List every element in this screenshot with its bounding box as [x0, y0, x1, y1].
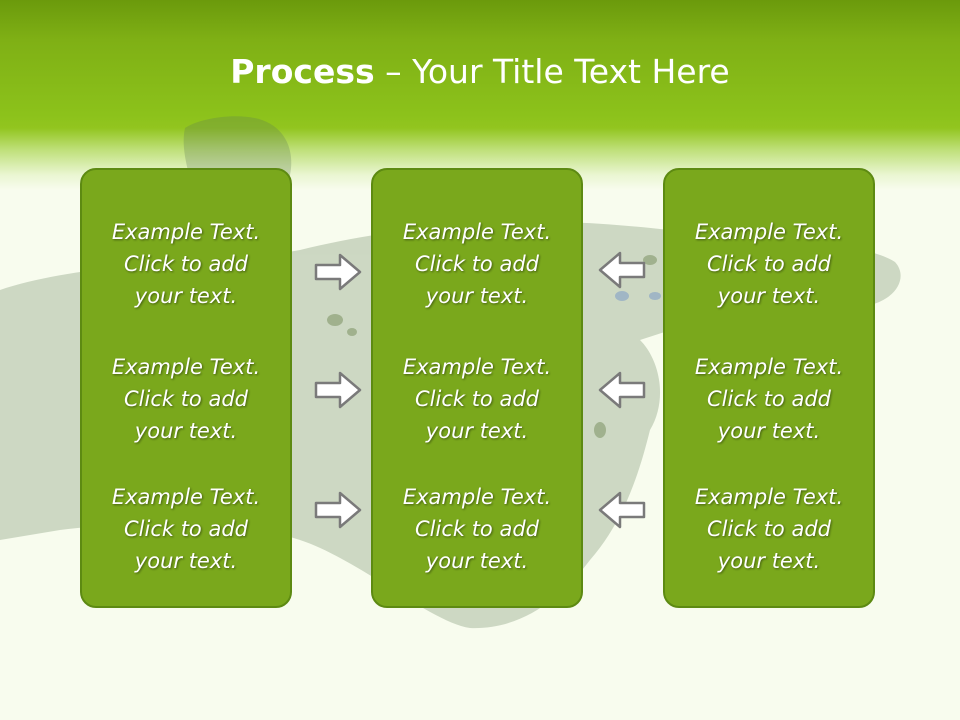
- text-line: Click to add: [414, 387, 539, 411]
- box-text[interactable]: Example Text. Click to add your text.: [373, 481, 581, 577]
- arrow-right-icon: [314, 491, 362, 529]
- text-line: Click to add: [414, 252, 539, 276]
- arrow-left-icon: [598, 251, 646, 289]
- arrow-right-icon: [314, 371, 362, 409]
- text-line: Example Text.: [402, 220, 552, 244]
- text-line: Example Text.: [694, 355, 844, 379]
- text-line: your text.: [134, 284, 238, 308]
- arrow-left-icon: [598, 491, 646, 529]
- text-line: Click to add: [123, 517, 248, 541]
- text-line: Example Text.: [402, 485, 552, 509]
- text-line: Click to add: [123, 387, 248, 411]
- box-text[interactable]: Example Text. Click to add your text.: [665, 481, 873, 577]
- process-box-3[interactable]: Example Text. Click to add your text. Ex…: [663, 168, 875, 608]
- text-line: Click to add: [706, 387, 831, 411]
- text-line: Click to add: [414, 517, 539, 541]
- box-text[interactable]: Example Text. Click to add your text.: [82, 216, 290, 312]
- process-box-1[interactable]: Example Text. Click to add your text. Ex…: [80, 168, 292, 608]
- text-line: your text.: [717, 549, 821, 573]
- text-line: your text.: [425, 284, 529, 308]
- text-line: Example Text.: [111, 485, 261, 509]
- box-text[interactable]: Example Text. Click to add your text.: [373, 351, 581, 447]
- box-text[interactable]: Example Text. Click to add your text.: [373, 216, 581, 312]
- box-text[interactable]: Example Text. Click to add your text.: [665, 216, 873, 312]
- box-text[interactable]: Example Text. Click to add your text.: [82, 351, 290, 447]
- title-rest: – Your Title Text Here: [374, 52, 730, 91]
- box-text[interactable]: Example Text. Click to add your text.: [665, 351, 873, 447]
- text-line: Example Text.: [694, 485, 844, 509]
- text-line: your text.: [134, 549, 238, 573]
- box-text[interactable]: Example Text. Click to add your text.: [82, 481, 290, 577]
- text-line: Example Text.: [694, 220, 844, 244]
- text-line: your text.: [717, 284, 821, 308]
- text-line: Click to add: [706, 517, 831, 541]
- text-line: your text.: [425, 549, 529, 573]
- text-line: Example Text.: [402, 355, 552, 379]
- text-line: your text.: [717, 419, 821, 443]
- page-title[interactable]: Process – Your Title Text Here: [0, 52, 960, 91]
- title-bold: Process: [230, 52, 375, 91]
- process-box-2[interactable]: Example Text. Click to add your text. Ex…: [371, 168, 583, 608]
- text-line: Click to add: [706, 252, 831, 276]
- arrow-left-icon: [598, 371, 646, 409]
- arrow-right-icon: [314, 253, 362, 291]
- text-line: Click to add: [123, 252, 248, 276]
- text-line: Example Text.: [111, 220, 261, 244]
- text-line: your text.: [134, 419, 238, 443]
- text-line: Example Text.: [111, 355, 261, 379]
- header-band: [0, 0, 960, 190]
- text-line: your text.: [425, 419, 529, 443]
